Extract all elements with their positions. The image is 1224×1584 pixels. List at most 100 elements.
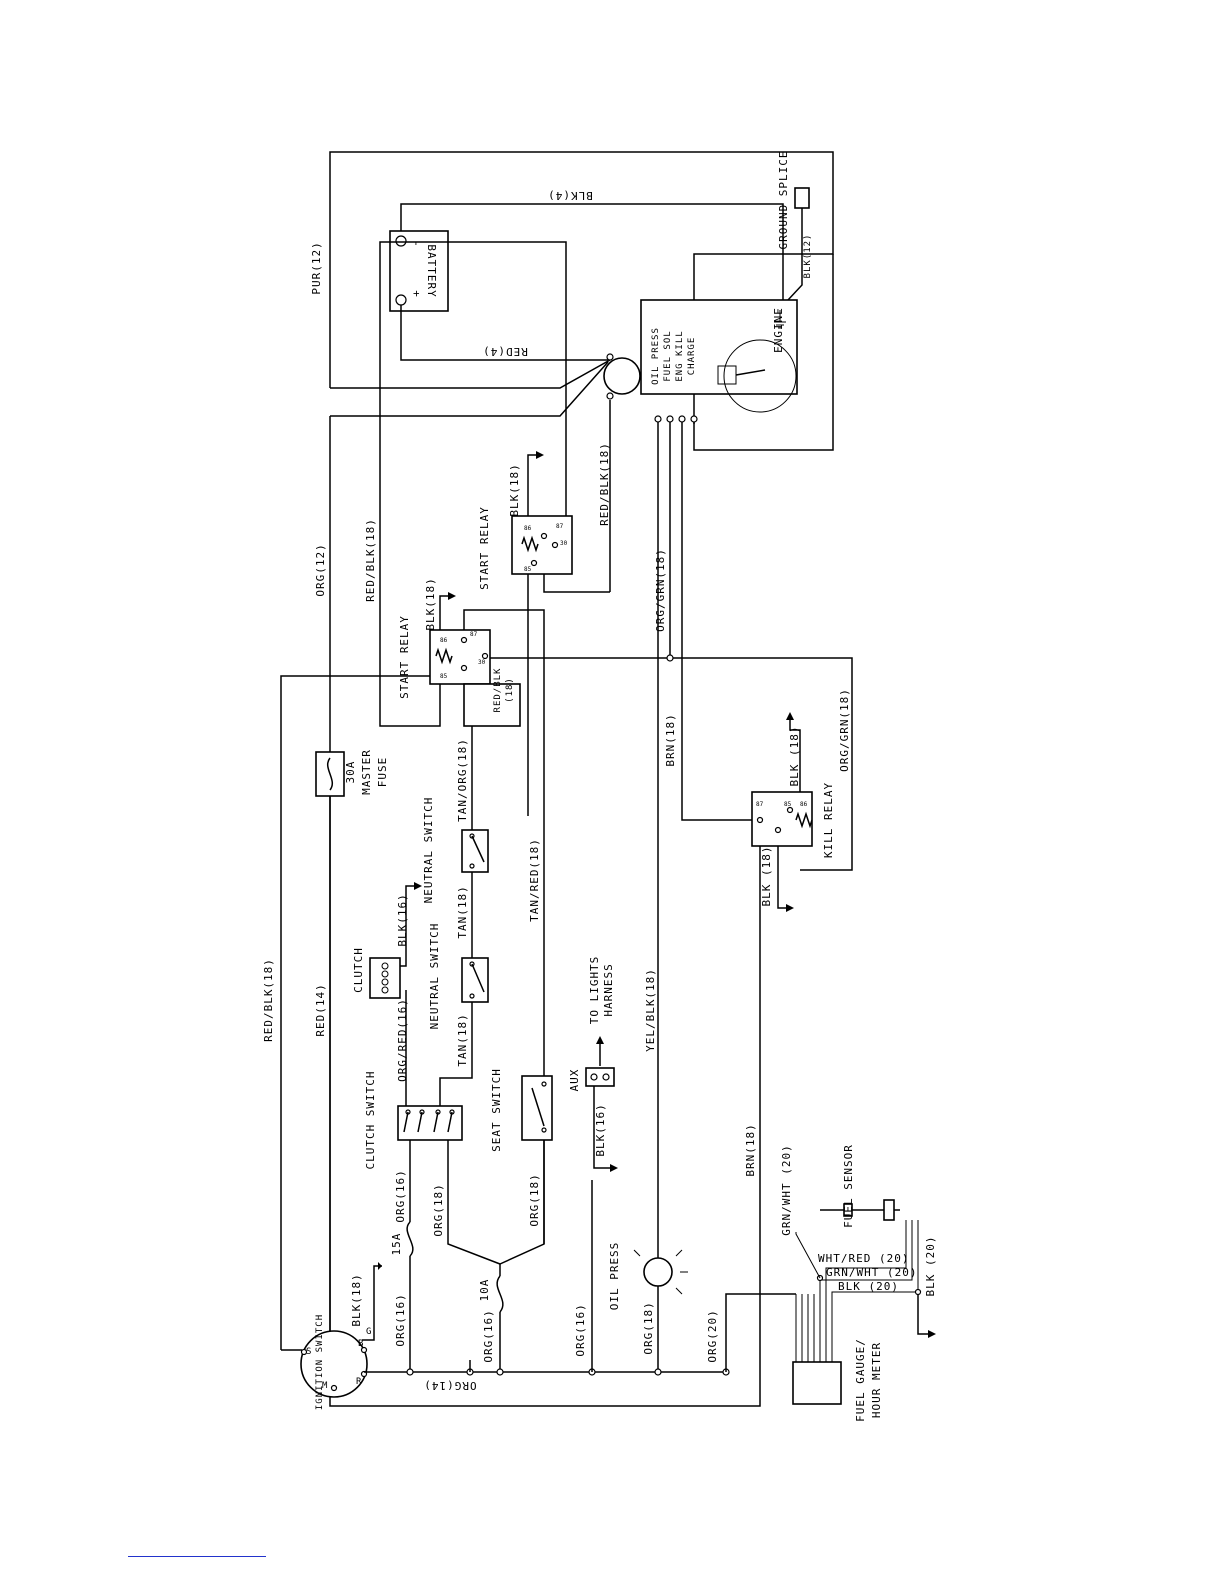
svg-text:IGNITION SWITCH: IGNITION SWITCH	[315, 1314, 325, 1410]
label-org18-b: ORG(18)	[528, 1173, 541, 1226]
svg-text:85: 85	[524, 566, 532, 573]
label-tan-red18: TAN/RED(18)	[528, 838, 541, 922]
svg-text:AUX: AUX	[568, 1069, 581, 1092]
svg-text:86: 86	[524, 525, 532, 532]
svg-text:FUSE: FUSE	[376, 757, 389, 788]
label-org-grn18-b: ORG/GRN(18)	[838, 688, 851, 772]
label-blk18-kill-bottom: BLK (18)	[760, 846, 773, 907]
relay1-to-seat-wire	[463, 609, 545, 1244]
relay1-coil-wire	[379, 676, 441, 727]
label-org14: ORG(14)	[423, 1379, 476, 1392]
ground-splice: GROUND SPLICE BLK(12)	[777, 150, 813, 278]
svg-text:KILL RELAY: KILL RELAY	[822, 782, 835, 858]
blk18-kill-ground-bottom	[777, 846, 786, 909]
svg-text:NEUTRAL SWITCH: NEUTRAL SWITCH	[428, 923, 441, 1030]
start-relay-upper: 85 86 30 87 START RELAY	[478, 506, 573, 590]
svg-text:FUEL SENSOR: FUEL SENSOR	[842, 1144, 855, 1228]
label-red14: RED(14)	[314, 983, 327, 1036]
blk16-aux-ground	[593, 1086, 610, 1169]
org20-wire	[725, 1293, 796, 1372]
label-brn18-b: BRN(18)	[744, 1123, 757, 1176]
svg-text:30A: 30A	[344, 761, 357, 784]
svg-text:NEUTRAL SWITCH: NEUTRAL SWITCH	[422, 797, 435, 904]
label-pur12: PUR(12)	[310, 241, 323, 294]
label-blk20-a: BLK (20)	[838, 1280, 899, 1293]
svg-text:87: 87	[556, 523, 564, 530]
label-blk18-kill-top: BLK (18)	[788, 726, 801, 787]
label-org16-a: ORG(16)	[394, 1169, 407, 1222]
svg-text:15A: 15A	[390, 1233, 403, 1256]
label-tan-org18: TAN/ORG(18)	[456, 738, 469, 822]
svg-text:FUEL GAUGE/: FUEL GAUGE/	[854, 1338, 867, 1422]
svg-text:START RELAY: START RELAY	[398, 615, 411, 699]
footer-link-underline[interactable]	[128, 1556, 266, 1557]
svg-text:CLUTCH: CLUTCH	[352, 947, 365, 993]
splice-node	[914, 1288, 922, 1296]
svg-text:85: 85	[440, 673, 448, 680]
svg-text:+: +	[410, 290, 423, 298]
svg-text:86: 86	[440, 637, 448, 644]
label-org18-a: ORG(18)	[432, 1183, 445, 1236]
fuel-sensor: FUEL SENSOR	[820, 1144, 900, 1228]
svg-text:BATTERY: BATTERY	[425, 244, 438, 297]
fuse-10a: 10A	[478, 1264, 504, 1372]
label-tan18-a: TAN(18)	[456, 885, 469, 938]
label-blk20-b: BLK (20)	[924, 1236, 937, 1297]
ground-arrow	[448, 592, 456, 600]
svg-text:OIL PRESS: OIL PRESS	[608, 1242, 621, 1311]
svg-text:86: 86	[800, 801, 808, 808]
svg-text:30: 30	[478, 659, 486, 666]
ground-arrow	[414, 882, 422, 890]
label-org18-c: ORG(18)	[642, 1301, 655, 1354]
svg-text:B: B	[358, 1339, 364, 1349]
org12-wire	[330, 361, 609, 417]
svg-text:GROUND SPLICE: GROUND SPLICE	[777, 150, 790, 249]
label-blk18-relay2: BLK(18)	[508, 463, 521, 516]
relay1-connector	[463, 683, 521, 727]
label-blk16-clutch: BLK(16)	[396, 893, 409, 946]
label-org16-b: ORG(16)	[394, 1293, 407, 1346]
ground-arrow	[378, 1262, 382, 1270]
svg-text:ENGINE: ENGINE	[772, 307, 785, 353]
label-to-lights-1: TO LIGHTS	[588, 956, 601, 1025]
org18-seat-wire	[499, 1140, 545, 1265]
svg-text:HOUR METER: HOUR METER	[870, 1342, 883, 1418]
svg-text:30: 30	[560, 540, 568, 547]
engine: ENGINE OIL PRESS FUEL SOL ENG KILL CHARG…	[640, 299, 798, 423]
svg-text:ENG KILL: ENG KILL	[675, 330, 685, 381]
bus-node	[406, 1368, 414, 1376]
label-red-blk-c2: (18)	[505, 677, 515, 703]
label-grn-wht20-a: GRN/WHT (20)	[780, 1144, 793, 1235]
bus-node	[654, 1368, 662, 1376]
arrow-head	[596, 1036, 604, 1044]
svg-text:M: M	[322, 1381, 328, 1391]
ground-arrow	[610, 1164, 618, 1172]
blk18-kill-ground-top	[789, 720, 801, 792]
blk-main-ground-loop	[400, 203, 784, 310]
svg-text:87: 87	[470, 631, 478, 638]
svg-text:SEAT SWITCH: SEAT SWITCH	[490, 1068, 503, 1152]
label-blk4: BLK(4)	[547, 189, 593, 202]
label-yel-blk18: YEL/BLK(18)	[644, 968, 657, 1052]
label-tan18-b: TAN(18)	[456, 1013, 469, 1066]
svg-text:R: R	[356, 1377, 362, 1387]
svg-text:FUEL SOL: FUEL SOL	[663, 330, 673, 381]
purple-wire-loop	[329, 151, 834, 424]
tan18-b-wire	[439, 1002, 473, 1106]
svg-text:CHARGE: CHARGE	[687, 337, 697, 376]
ground-arrow	[536, 451, 544, 459]
svg-text:START RELAY: START RELAY	[478, 506, 491, 590]
fuel-gauge-hour-meter: FUEL GAUGE/ HOUR METER	[792, 1294, 883, 1422]
neutral-switch-upper: NEUTRAL SWITCH	[422, 797, 489, 904]
label-org16-d: ORG(16)	[574, 1303, 587, 1356]
label-red4: RED(4)	[482, 345, 528, 358]
grn-wht20-wire	[819, 1220, 913, 1294]
oil-press-lamp: OIL PRESS	[608, 1242, 688, 1311]
blk18-relay2-ground	[527, 454, 536, 516]
svg-text:G: G	[366, 1327, 372, 1337]
blk20-ground	[917, 1292, 928, 1335]
label-wht-red20: WHT/RED (20)	[818, 1252, 909, 1265]
blk16-clutch-ground	[400, 885, 414, 967]
blk20-wire	[831, 1220, 919, 1294]
